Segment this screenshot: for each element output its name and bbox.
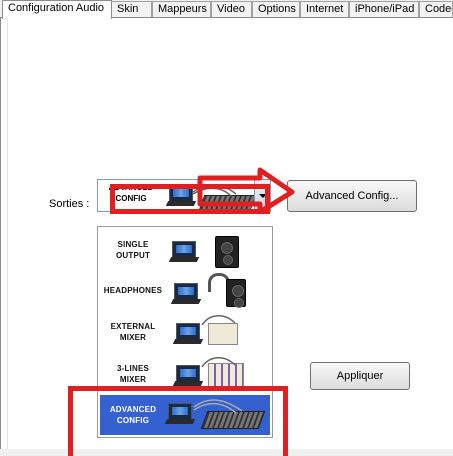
speaker-icon [215,236,239,268]
option-label: SINGLE OUTPUT [115,240,151,260]
option-single-output[interactable]: SINGLE OUTPUT [100,231,270,271]
option-external-mixer[interactable]: EXTERNAL MIXER [100,313,270,353]
option-label: ADVANCED CONFIG [109,405,157,425]
outputs-label: Sorties : [49,198,90,210]
option-label: 3-LINES MIXER [116,364,150,384]
panel-body [7,19,453,449]
option-label: HEADPHONES [103,286,163,295]
laptop-icon [165,185,197,207]
option-label: EXTERNAL MIXER [110,322,156,342]
speaker-icon [226,279,246,308]
outputs-dropdown-list: SINGLE OUTPUT HEADPHONES EXTERNAL MIXER … [97,226,273,438]
annotation-arrow-icon [197,167,295,214]
option-advanced-config[interactable]: ADVANCED CONFIG [100,395,270,435]
3-lines-mixer-icon [208,363,244,389]
tab-internet[interactable]: Internet [300,1,349,17]
option-headphones[interactable]: HEADPHONES [100,271,270,311]
laptop-icon [172,365,204,387]
cables-icon [193,399,243,414]
cables-icon [201,315,236,326]
cables-icon [201,357,236,368]
chevron-down-icon [259,194,267,198]
laptop-icon [164,403,196,425]
tab-strip: Configuration Audio Skin Mappeurs Video … [0,0,453,19]
tab-configuration-audio[interactable]: Configuration Audio [2,0,112,19]
tab-options[interactable]: Options [252,1,300,17]
annotation-box-advanced-option [68,386,288,456]
tab-video[interactable]: Video [211,1,252,17]
laptop-icon [170,283,202,305]
tab-iphone-ipad[interactable]: iPhone/iPad [349,1,419,17]
apply-button[interactable]: Appliquer [310,362,410,390]
option-3-lines-mixer[interactable]: 3-LINES MIXER [100,355,270,395]
tab-skin[interactable]: Skin [111,1,152,17]
tab-codec[interactable]: Codec [419,1,453,17]
laptop-icon [172,323,204,345]
tab-mappeurs[interactable]: Mappeurs [152,1,211,17]
external-mixer-icon [208,323,238,345]
annotation-box-combo [110,184,270,214]
laptop-icon [168,241,200,263]
advanced-config-button[interactable]: Advanced Config... [287,180,417,212]
